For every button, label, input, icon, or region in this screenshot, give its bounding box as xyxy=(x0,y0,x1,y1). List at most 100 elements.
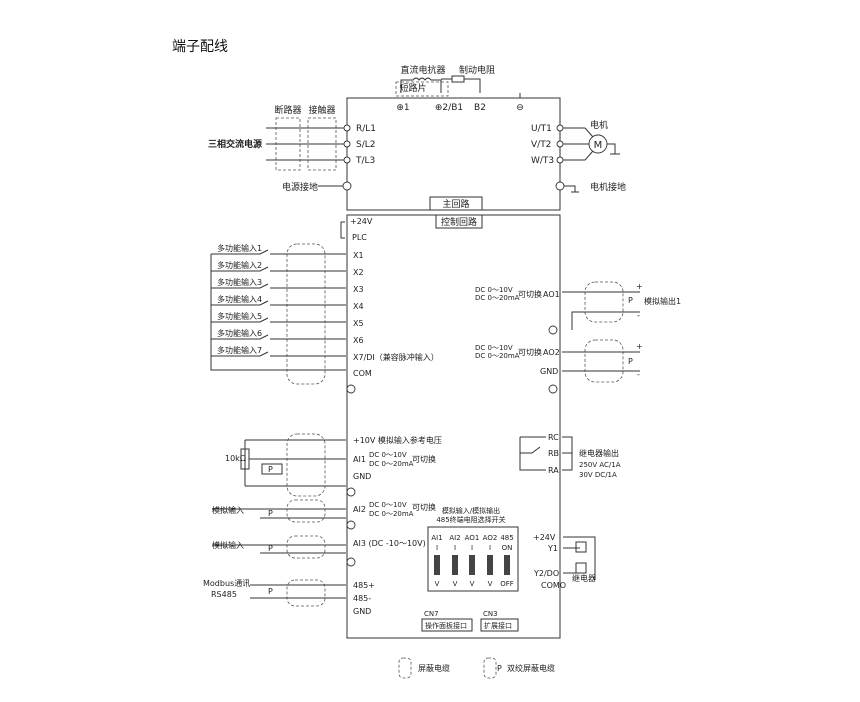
input-terminal: R/L1 xyxy=(356,124,376,134)
ground-left-label: 电源接地 xyxy=(282,181,318,193)
ai3-wires xyxy=(212,544,346,554)
di-switch xyxy=(211,300,346,306)
rs485-neg-terminal: 485- xyxy=(353,594,371,603)
page-title: 端子配线 xyxy=(172,39,228,55)
di-input-label: 多功能输入6 xyxy=(217,328,262,338)
dc-reactor-symbol xyxy=(400,77,442,93)
input-terminal: T/L3 xyxy=(355,156,375,166)
contactor-label: 接触器 xyxy=(308,104,335,116)
dip-switch[interactable] xyxy=(434,555,440,575)
dip-switch-group: 模拟输入/模拟输出 485终端电阻选择开关 AI1 AI2 AO1 AO2 48… xyxy=(427,506,519,592)
ao2-terminal: AO2 xyxy=(543,348,560,357)
analog-out1-label: 模拟输出1 xyxy=(644,296,681,306)
ground-terminal xyxy=(346,557,356,567)
p10v-terminal: +10V 模拟输入参考电压 xyxy=(353,435,442,445)
open-collector-group: +24V Y1 Y2/DO COMO 继电器 xyxy=(533,533,596,590)
dip-switch[interactable] xyxy=(504,555,510,575)
legend-shielded: 屏蔽电缆 xyxy=(418,663,450,673)
p-mark: P xyxy=(268,465,273,474)
ground-terminal xyxy=(346,487,356,497)
p-mark: P xyxy=(268,544,273,553)
ai3-shield xyxy=(286,535,326,559)
ai1-shield xyxy=(286,433,326,497)
di-terminal: X5 xyxy=(353,319,364,328)
modbus-label: Modbus通讯 xyxy=(203,578,250,588)
output-terminal: W/T3 xyxy=(531,156,554,166)
brake-resistor-label: 制动电阻 xyxy=(459,64,495,76)
ao1-switchable: 可切换 xyxy=(518,289,542,299)
di-terminal: X1 xyxy=(353,251,364,260)
dip-switch[interactable] xyxy=(487,555,493,575)
ao2-minus: - xyxy=(637,370,640,379)
di-terminal: X2 xyxy=(353,268,364,277)
dip-bottom-label: V xyxy=(470,580,475,588)
relay-out-bus xyxy=(562,436,573,471)
di-terminal: X7/DI（兼容脉冲输入） xyxy=(353,352,439,362)
legend-p-mark: P xyxy=(497,664,502,673)
ao1-p: P xyxy=(628,296,633,305)
ai2-range-i: DC 0～20mA xyxy=(369,510,414,518)
p-mark: P xyxy=(268,509,273,518)
relay-label: 继电器 xyxy=(572,573,596,583)
dip-col-label: 485 xyxy=(500,534,513,542)
rb-terminal: RB xyxy=(548,449,559,458)
ai2-terminal: AI2 xyxy=(353,505,366,514)
ra-terminal: RA xyxy=(548,466,559,475)
dip-col-label: AO2 xyxy=(483,534,498,542)
di-input-label: 多功能输入7 xyxy=(217,345,262,355)
motor-ground-wire xyxy=(607,143,620,155)
ao1-terminal: AO1 xyxy=(543,290,560,299)
dip-bottom-label: V xyxy=(435,580,440,588)
relay-rating-ac: 250V AC/1A xyxy=(579,461,621,469)
top-terminal: ⊖ xyxy=(516,103,524,113)
twisted-legend-icon xyxy=(483,657,497,679)
output-terminal: U/T1 xyxy=(531,124,552,134)
ai3-terminal: AI3 (DC -10～10V) xyxy=(353,539,426,548)
top-terminal: ⊕2/B1 xyxy=(435,103,463,113)
ao2-switchable: 可切换 xyxy=(518,347,542,357)
dip-top-label: I xyxy=(471,544,473,552)
y-p24-terminal: +24V xyxy=(533,533,556,542)
rs485-wires xyxy=(250,584,346,599)
main-circuit-label: 主回路 xyxy=(442,198,469,210)
legend: 屏蔽电缆 P 双绞屏蔽电缆 xyxy=(398,657,555,679)
dip-switch[interactable] xyxy=(469,555,475,575)
ai2-shield xyxy=(286,499,326,523)
y1-terminal: Y1 xyxy=(547,544,558,553)
di-terminal: X3 xyxy=(353,285,364,294)
brake-resistor-wire xyxy=(441,78,481,93)
terminal-u xyxy=(556,124,564,132)
ground-wire-right xyxy=(564,185,579,193)
plc-terminal: PLC xyxy=(352,233,367,242)
di-switch xyxy=(211,334,346,340)
di-input-label: 多功能输入5 xyxy=(217,311,262,321)
di-input-label: 多功能输入3 xyxy=(217,277,262,287)
brake-resistor-symbol xyxy=(451,75,465,83)
gnd-terminal: GND xyxy=(353,472,371,481)
dip-bottom-label: OFF xyxy=(500,580,514,588)
dc-reactor-label: 直流电抗器 xyxy=(400,64,445,76)
power-input-wires xyxy=(266,127,344,161)
short-bar-label: 短路片 xyxy=(399,82,426,94)
ground-terminal-left xyxy=(342,181,352,191)
top-terminal: ⊕1 xyxy=(396,103,409,113)
ao1-range-i: DC 0～20mA xyxy=(475,294,520,302)
ao-minus: - xyxy=(637,311,640,320)
dip-col-label: AI2 xyxy=(449,534,460,542)
di-input-label: 多功能输入1 xyxy=(217,243,262,253)
di-group: 多功能输入1 X1 多功能输入2 X2 多功能输入3 X3 多功能输入4 X4 … xyxy=(210,243,439,394)
relay-coil xyxy=(575,562,587,574)
ground-terminal xyxy=(346,520,356,530)
analog-input-group: +10V 模拟输入参考电压 10kΩ P AI1 DC 0～10V DC 0～2… xyxy=(212,433,442,567)
com-terminal: COM xyxy=(353,369,372,378)
dip-subtitle: 485终端电阻选择开关 xyxy=(436,515,505,524)
top-terminal: B2 xyxy=(474,103,486,113)
pot-wires xyxy=(244,439,346,487)
ai2-wires xyxy=(212,508,346,519)
dip-switch[interactable] xyxy=(452,555,458,575)
motor-wires xyxy=(563,127,594,161)
short-bar-frame xyxy=(395,81,449,97)
rs485-pos-terminal: 485+ xyxy=(353,581,375,590)
ao2-p: P xyxy=(628,357,633,366)
ao1-range-v: DC 0～10V xyxy=(475,286,513,294)
